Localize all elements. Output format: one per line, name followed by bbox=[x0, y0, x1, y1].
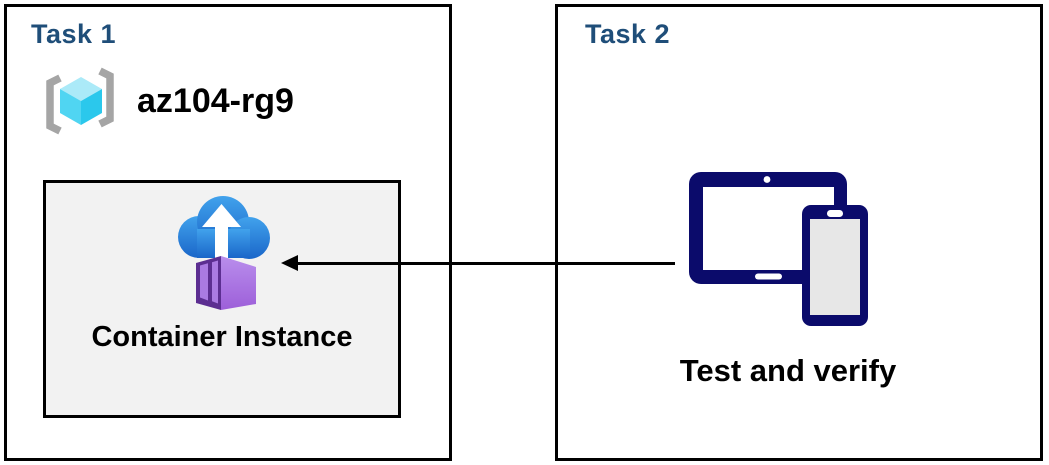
test-and-verify-label: Test and verify bbox=[679, 353, 897, 388]
container-instance-icon bbox=[178, 196, 270, 310]
right-bracket-shape bbox=[98, 67, 114, 128]
container-instance-label: Container Instance bbox=[91, 321, 353, 353]
resource-group-icon bbox=[46, 67, 114, 135]
phone-speaker-slot bbox=[827, 210, 843, 217]
container-instance-card: Container Instance bbox=[43, 180, 401, 418]
tablet-camera-dot bbox=[763, 176, 771, 183]
task2-box: Task 2 Test and verify bbox=[555, 4, 1043, 461]
task1-box: Task 1 az104-rg9 bbox=[4, 4, 452, 461]
task1-title: Task 1 bbox=[31, 19, 117, 49]
tablet-home-button bbox=[755, 273, 782, 280]
connector-arrow-head-icon bbox=[281, 255, 298, 271]
resource-group-row: az104-rg9 bbox=[37, 63, 294, 139]
left-bracket-shape bbox=[46, 74, 62, 135]
connector-arrow-line bbox=[295, 262, 675, 265]
cube-shape bbox=[60, 77, 102, 125]
container-box-shape bbox=[196, 256, 256, 310]
devices-icon bbox=[689, 172, 868, 326]
phone-shape bbox=[802, 205, 868, 326]
upload-arrow-shape bbox=[202, 204, 241, 261]
resource-group-name: az104-rg9 bbox=[137, 81, 294, 120]
task2-title: Task 2 bbox=[585, 19, 671, 49]
